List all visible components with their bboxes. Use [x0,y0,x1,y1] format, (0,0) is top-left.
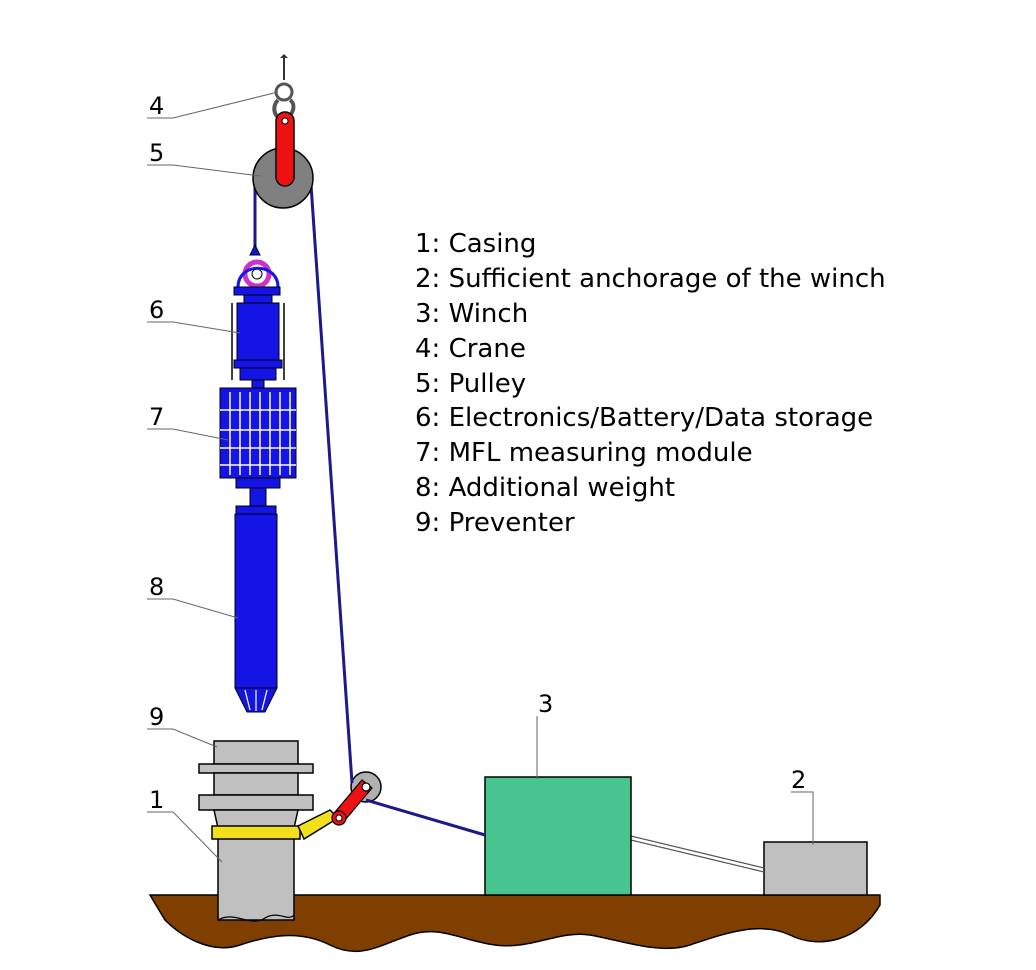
winch [484,776,632,896]
tool-string [219,243,297,713]
legend-item: 6: Electronics/Battery/Data storage [415,403,873,433]
ground [148,894,881,953]
callout-weight: 8 [149,573,164,601]
crane-hook [272,54,296,187]
callout-casing: 1 [149,786,164,814]
callout-electronics: 6 [149,296,164,324]
additional-weight [234,505,278,713]
deflection-pulley [331,771,382,826]
callout-anchorage: 2 [791,766,806,794]
legend-item: 1: Casing [415,229,536,259]
mfl-module [219,387,297,507]
callout-mfl-module: 7 [149,403,164,431]
casing [217,837,295,922]
legend-item: 4: Crane [415,334,526,364]
preventer [198,740,314,829]
legend: 1: Casing 2: Sufficient anchorage of the… [415,229,886,538]
winch-anchorage [763,841,868,896]
legend-item: 5: Pulley [415,369,526,399]
callout-pulley: 5 [149,139,164,167]
legend-item: 8: Additional weight [415,473,675,503]
callout-crane: 4 [149,92,164,120]
callout-winch: 3 [538,690,553,718]
legend-item: 3: Winch [415,299,528,329]
clamp-bracket [211,809,340,841]
leader-lines [147,91,814,863]
electronics-module [231,286,285,391]
anchor-rope [630,835,765,873]
legend-item: 7: MFL measuring module [415,438,753,468]
legend-item: 2: Sufficient anchorage of the winch [415,264,886,294]
callout-preventer: 9 [149,703,164,731]
legend-item: 9: Preventer [415,508,575,538]
